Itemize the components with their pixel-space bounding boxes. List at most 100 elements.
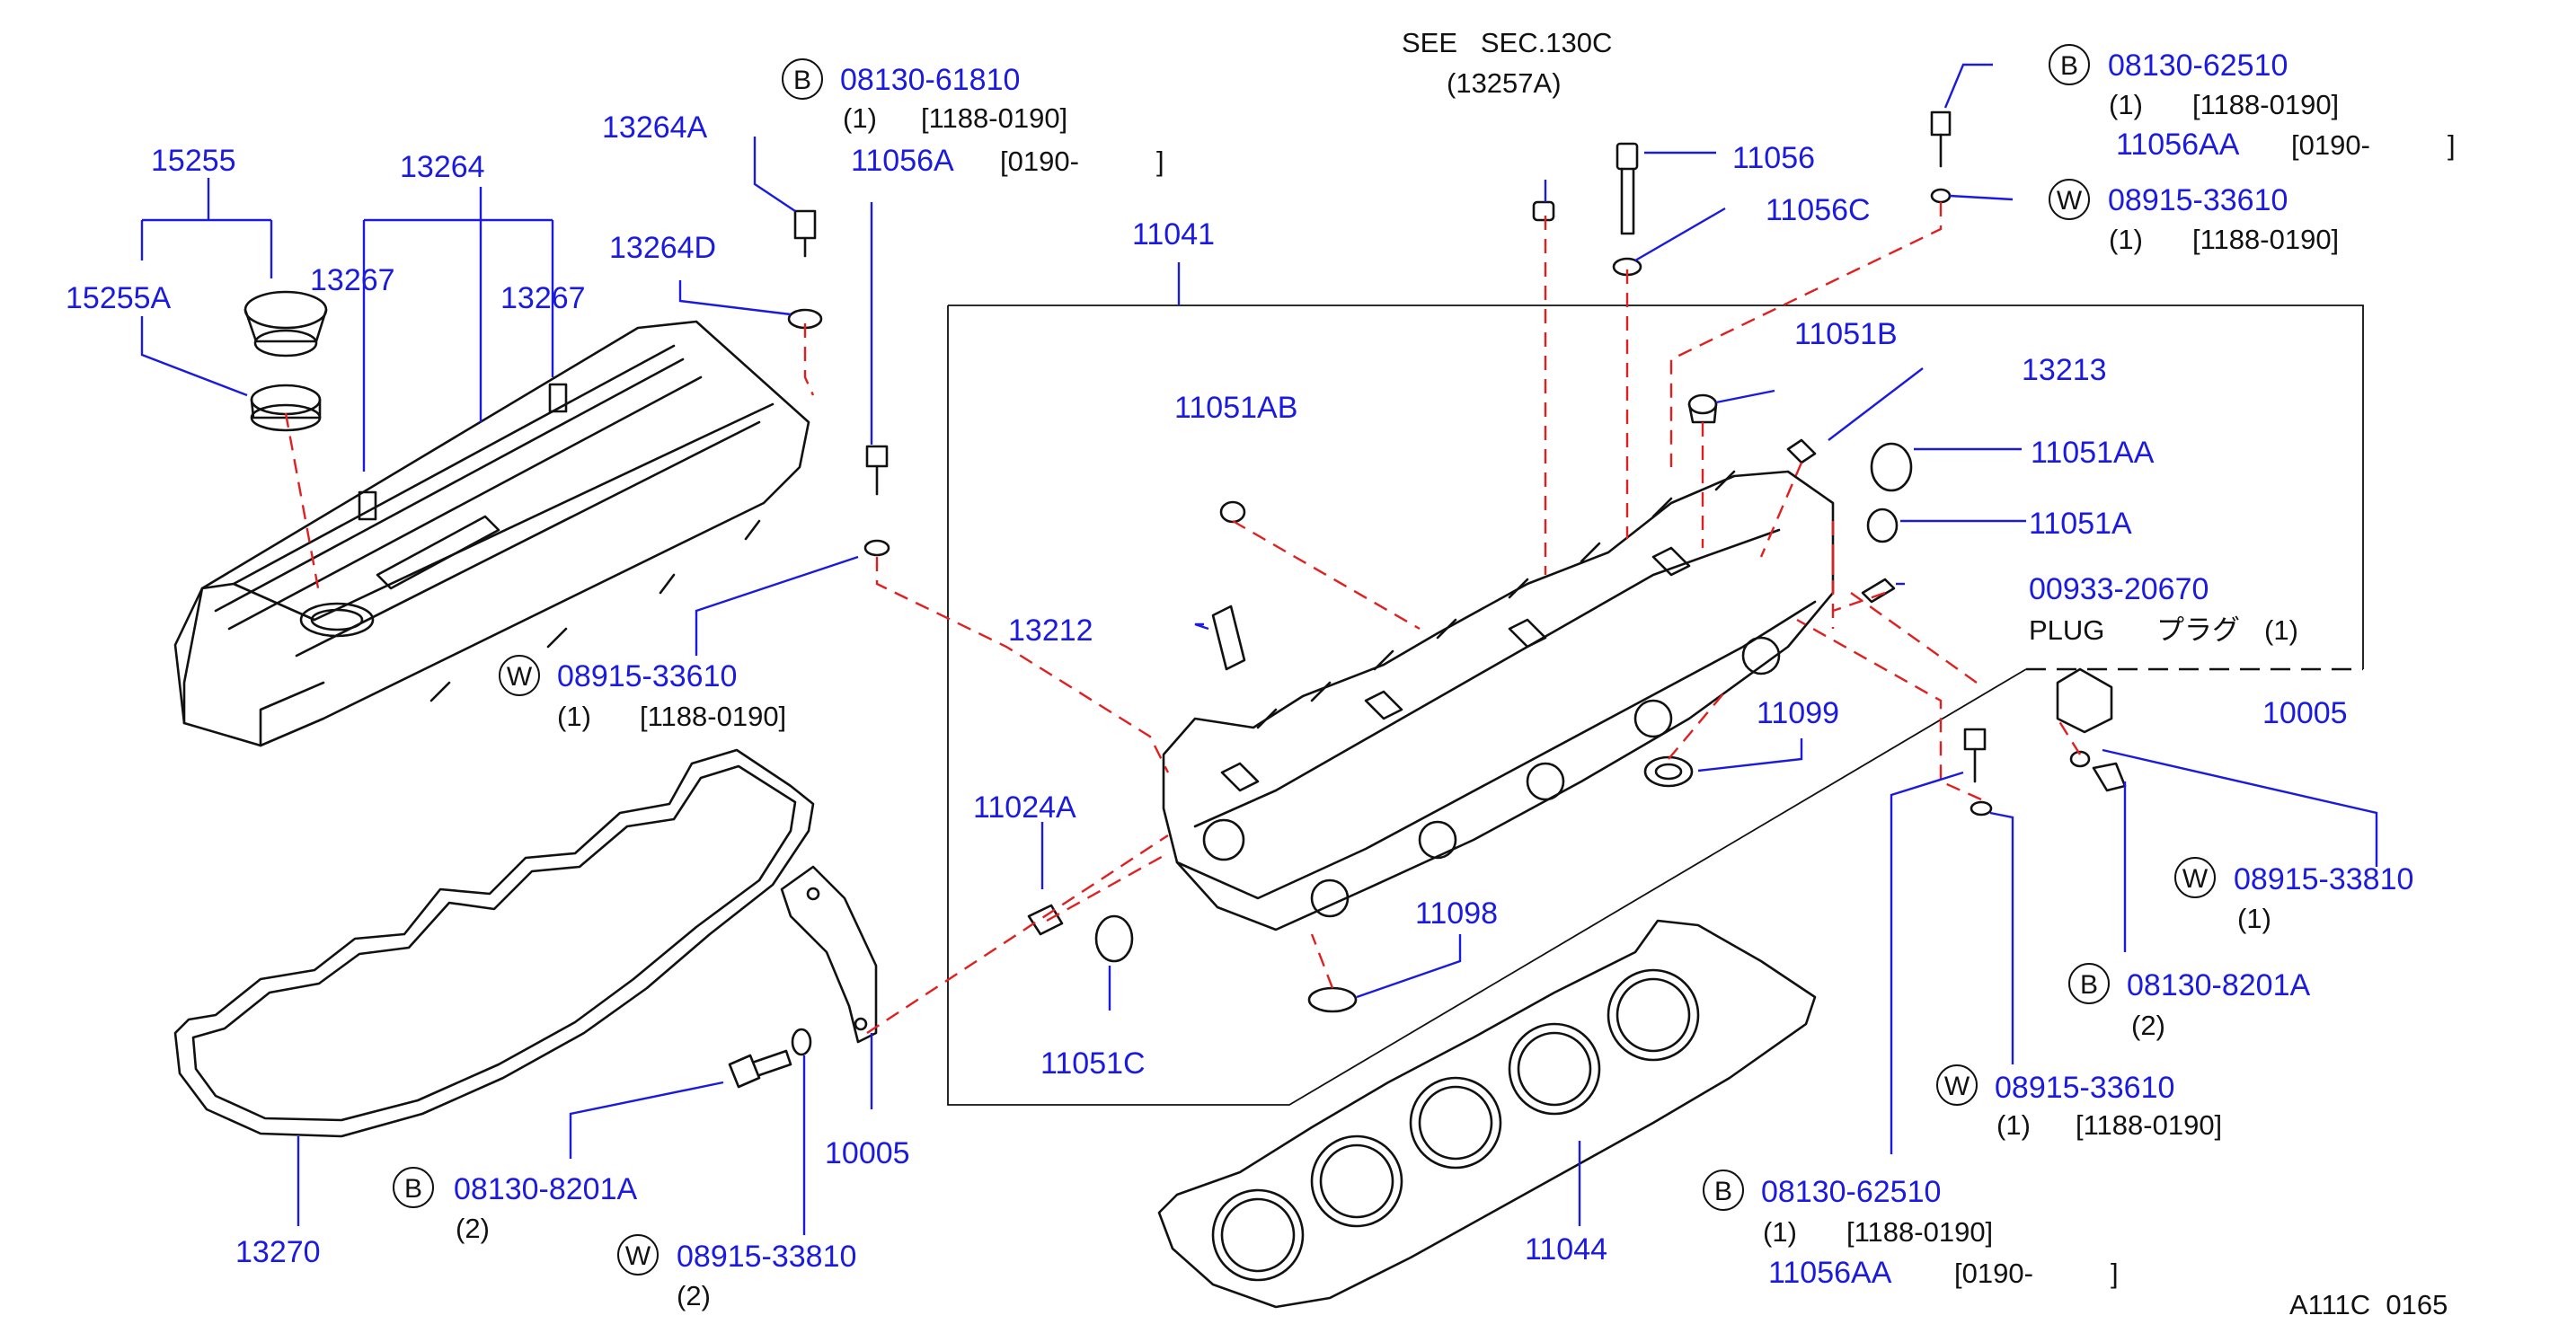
label-08915-33810-right[interactable]: 08915-33810 xyxy=(2234,862,2413,896)
label-11056AA-top[interactable]: 11056AA xyxy=(2116,128,2240,162)
bolt-callout-0813062510-bottom: B 08130-62510 (1) [1188-0190] xyxy=(1703,1170,1993,1248)
label-11056A[interactable]: 11056A xyxy=(851,144,954,178)
washer-callout-0891533610-top: W 08915-33610 (1) [1188-0190] xyxy=(2049,179,2339,255)
label-08915-33610-top[interactable]: 08915-33610 xyxy=(2108,183,2288,217)
range-08130-61810: [1188-0190] xyxy=(921,102,1067,134)
washer-callout-left-partial: W 08915-33610 (1) [1188-0190] xyxy=(499,655,786,732)
see-section-ref: (13257A) xyxy=(1447,67,1562,99)
label-13264D[interactable]: 13264D xyxy=(609,231,716,265)
plug-label: PLUG xyxy=(2029,614,2104,646)
bolt-symbol-icon xyxy=(2049,44,2090,85)
bolt-symbol-letter: B xyxy=(2060,51,2078,81)
bolt-callout-081308201A-left: B 08130-8201A (2) xyxy=(393,1167,638,1244)
label-15255A[interactable]: 15255A xyxy=(66,281,172,315)
washer-symbol-letter: W xyxy=(1944,1072,1970,1101)
label-11056[interactable]: 11056 xyxy=(1732,141,1815,175)
label-13212[interactable]: 13212 xyxy=(1008,614,1093,648)
qty-08130-62510-top: (1) xyxy=(2109,89,2143,120)
qty-08915-33610-top: (1) xyxy=(2109,224,2143,255)
label-13270[interactable]: 13270 xyxy=(235,1235,321,1269)
qty-08130-8201A-right: (2) xyxy=(2131,1010,2165,1041)
leader-lines xyxy=(140,63,2378,1235)
label-11051A[interactable]: 11051A xyxy=(2029,507,2132,541)
label-10005-right[interactable]: 10005 xyxy=(2262,696,2348,730)
bolt-symbol-icon xyxy=(2068,963,2110,1004)
qty-08130-61810: (1) xyxy=(843,102,877,134)
qty-08915-33810-left: (2) xyxy=(677,1280,711,1311)
qty-08130-8201A-left: (2) xyxy=(456,1213,490,1244)
bolt-symbol-letter: B xyxy=(404,1174,422,1204)
bolt-callout-0813062510-top: B 08130-62510 (1) [1188-0190] xyxy=(2049,44,2339,120)
washer-symbol-icon xyxy=(2174,857,2216,898)
bolt-callout-081308201A-right: B 08130-8201A (2) xyxy=(2068,963,2311,1041)
cylinder-head-frame xyxy=(947,305,2364,1106)
label-13264A[interactable]: 13264A xyxy=(602,110,708,145)
label-13267-right[interactable]: 13267 xyxy=(500,281,586,315)
label-13213[interactable]: 13213 xyxy=(2022,353,2107,387)
see-section-note: SEE SEC.130C xyxy=(1402,27,1612,58)
washer-callout-0891533810-right: W 08915-33810 (1) xyxy=(2174,857,2413,934)
range-11056AA-top: [0190- ] xyxy=(2291,129,2456,161)
label-11051AB[interactable]: 11051AB xyxy=(1174,391,1297,425)
label-08915-33810-left[interactable]: 08915-33810 xyxy=(677,1240,856,1274)
label-08130-8201A-right[interactable]: 08130-8201A xyxy=(2127,968,2311,1002)
label-11051AA[interactable]: 11051AA xyxy=(2031,436,2155,470)
label-08130-61810[interactable]: 08130-61810 xyxy=(840,63,1020,97)
label-08130-62510-bottom[interactable]: 08130-62510 xyxy=(1761,1175,1941,1209)
qty-08130-62510-bottom: (1) xyxy=(1763,1216,1797,1248)
label-00933-20670[interactable]: 00933-20670 xyxy=(2029,572,2209,606)
washer-symbol-letter: W xyxy=(507,662,533,692)
range-08915-33610-top: [1188-0190] xyxy=(2192,224,2339,255)
label-15255[interactable]: 15255 xyxy=(151,144,236,178)
bolt-symbol-letter: B xyxy=(1714,1177,1732,1206)
washer-symbol-icon xyxy=(1936,1064,1978,1106)
label-13267-left[interactable]: 13267 xyxy=(310,263,395,297)
label-08915-33610-left[interactable]: 08915-33610 xyxy=(557,659,737,693)
label-11051B[interactable]: 11051B xyxy=(1794,317,1898,351)
bolt-left-drawing xyxy=(728,1028,812,1089)
label-08130-8201A-left[interactable]: 08130-8201A xyxy=(454,1172,638,1206)
washer-symbol-icon xyxy=(2049,179,2090,220)
bolt-symbol-letter: B xyxy=(2080,970,2098,1000)
label-11056C[interactable]: 11056C xyxy=(1766,193,1871,227)
plug-qty: (1) xyxy=(2264,614,2298,646)
small-parts-left xyxy=(787,209,890,557)
label-11041[interactable]: 11041 xyxy=(1132,217,1215,252)
cylinder-head-drawing xyxy=(1162,470,1835,931)
label-11024A[interactable]: 11024A xyxy=(973,790,1076,825)
washer-symbol-letter: W xyxy=(2057,186,2083,216)
qty-08915-33610-left: (1) xyxy=(557,701,591,732)
plug-label-jp: プラグ xyxy=(2156,614,2240,646)
range-08915-33610-mid: [1188-0190] xyxy=(2076,1109,2222,1141)
range-08130-62510-top: [1188-0190] xyxy=(2192,89,2339,120)
diagram-code: A111C 0165 xyxy=(2289,1289,2448,1320)
label-13264[interactable]: 13264 xyxy=(400,150,485,184)
bolt-symbol-icon xyxy=(782,58,823,100)
washer-symbol-letter: W xyxy=(625,1241,651,1271)
oil-cap-drawing xyxy=(243,290,328,432)
range-08915-33610-left: [1188-0190] xyxy=(640,701,786,732)
qty-08915-33610-mid: (1) xyxy=(1996,1109,2031,1141)
part-labels: 15255 15255A 13264 13267 13267 13264A 13… xyxy=(66,27,2456,1320)
bolt-symbol-icon xyxy=(1703,1170,1744,1211)
bolt-symbol-icon xyxy=(393,1167,434,1208)
label-10005-left[interactable]: 10005 xyxy=(825,1136,910,1170)
qty-08915-33810-right: (1) xyxy=(2237,903,2271,934)
range-11056AA-bottom: [0190- ] xyxy=(1954,1258,2119,1289)
washer-symbol-letter: W xyxy=(2182,864,2209,894)
label-11044[interactable]: 11044 xyxy=(1525,1232,1607,1267)
bolt-callout-0813061810: B 08130-61810 (1) [1188-0190] xyxy=(782,58,1067,134)
rocker-cover-drawing xyxy=(173,320,810,747)
label-11098[interactable]: 11098 xyxy=(1415,896,1498,931)
range-11056A: [0190- ] xyxy=(1000,146,1164,177)
rocker-gasket-drawing xyxy=(173,748,815,1138)
label-08130-62510-top[interactable]: 08130-62510 xyxy=(2108,49,2288,83)
head-gasket-drawing xyxy=(1157,919,1817,1309)
label-11056AA-bottom[interactable]: 11056AA xyxy=(1768,1256,1892,1290)
label-08915-33610-mid[interactable]: 08915-33610 xyxy=(1995,1071,2174,1105)
label-11099[interactable]: 11099 xyxy=(1757,696,1839,730)
washer-symbol-icon xyxy=(617,1234,659,1276)
washer-callout-0891533610-mid: W 08915-33610 (1) [1188-0190] xyxy=(1936,1064,2222,1141)
label-11051C[interactable]: 11051C xyxy=(1040,1046,1146,1081)
